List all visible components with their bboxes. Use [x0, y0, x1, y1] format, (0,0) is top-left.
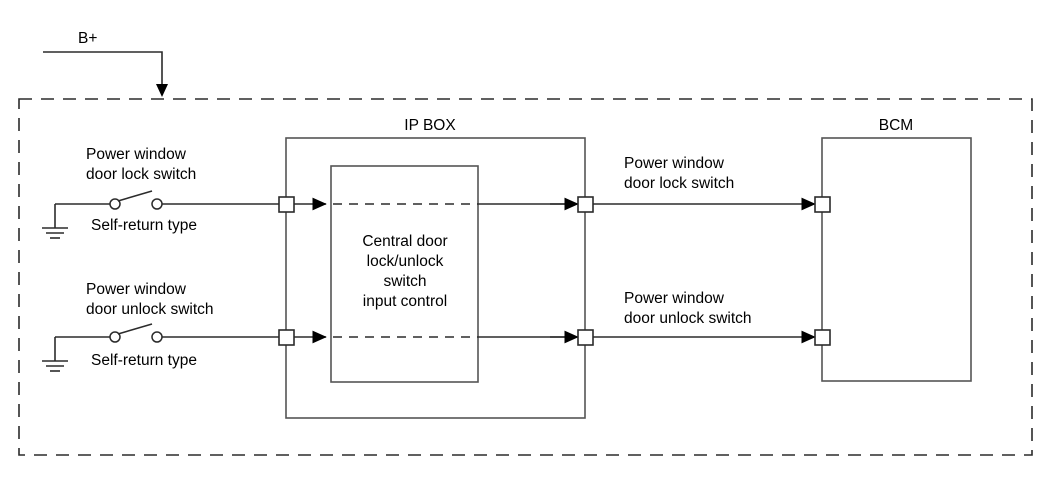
b-plus-label: B+ — [78, 30, 97, 47]
door-unlock-signal-label-line-2: door unlock switch — [624, 310, 752, 327]
central-door-control-line-4: input control — [363, 293, 447, 310]
switch-contact-left-unlock — [109, 331, 121, 343]
ip-box-module: IP BOX Central door lock/unlock switch i… — [285, 117, 586, 419]
ground-symbol-unlock — [42, 337, 68, 372]
door-lock-switch-type-note: Self-return type — [91, 217, 197, 234]
ip-box-label: IP BOX — [404, 117, 456, 134]
connector-ipbox-out-unlock — [577, 329, 594, 346]
central-door-control-line-2: lock/unlock — [367, 253, 444, 270]
ip-box-outline — [285, 137, 586, 419]
bcm-module: BCM — [821, 117, 972, 382]
bcm-outline — [821, 137, 972, 382]
b-plus-wire — [43, 51, 163, 84]
door-lock-switch-label-line-2: door lock switch — [86, 166, 196, 183]
connector-bcm-in-lock — [814, 196, 831, 213]
connector-bcm-in-unlock — [814, 329, 831, 346]
door-unlock-switch-label-line-1: Power window — [86, 281, 187, 298]
door-lock-signal-label-line-1: Power window — [624, 155, 725, 172]
connector-ipbox-in-lock — [278, 196, 295, 213]
connector-ipbox-out-lock — [577, 196, 594, 213]
vehicle-harness-boundary — [18, 98, 1033, 456]
door-lock-switch-label-line-1: Power window — [86, 146, 187, 163]
central-door-control-outline — [330, 165, 479, 383]
door-unlock-switch-circuit: Power window door unlock switch Self-ret… — [42, 281, 831, 372]
door-unlock-switch-label-line-2: door unlock switch — [86, 301, 214, 318]
door-unlock-signal-label-line-1: Power window — [624, 290, 725, 307]
door-lock-switch-circuit: Power window door lock switch Self-retur… — [42, 146, 831, 239]
switch-blade-lock — [117, 190, 153, 202]
switch-contact-right-unlock — [151, 331, 163, 343]
door-unlock-switch-type-note: Self-return type — [91, 352, 197, 369]
switch-contact-left-lock — [109, 198, 121, 210]
b-plus-supply: B+ — [43, 30, 168, 97]
central-door-control-line-1: Central door — [362, 233, 447, 250]
connector-ipbox-in-unlock — [278, 329, 295, 346]
door-lock-signal-label-line-2: door lock switch — [624, 175, 734, 192]
ground-symbol-lock — [42, 204, 68, 239]
bcm-label: BCM — [879, 117, 913, 134]
switch-contact-right-lock — [151, 198, 163, 210]
switch-blade-unlock — [117, 323, 153, 335]
b-plus-arrowhead — [156, 84, 168, 97]
central-door-control-line-3: switch — [383, 273, 426, 290]
